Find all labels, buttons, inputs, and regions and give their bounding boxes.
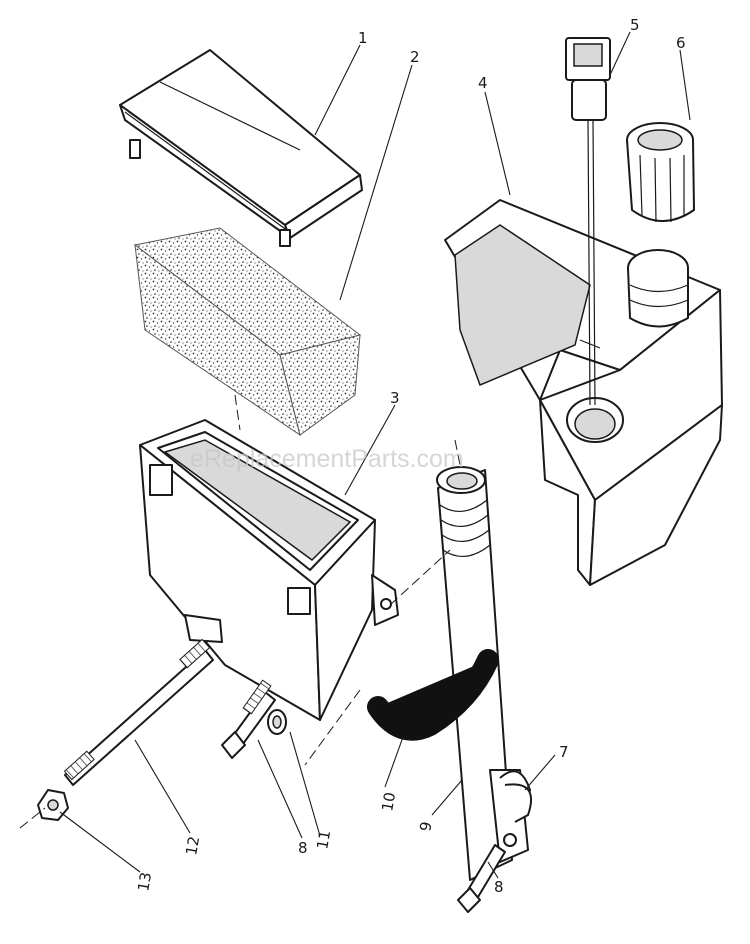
nut bbox=[37, 789, 69, 821]
assembly-line bbox=[454, 439, 461, 466]
air-cleaner-base bbox=[139, 394, 399, 721]
callouts: 1 2 3 4 5 6 7 8 8 9 10 11 12 13 bbox=[134, 16, 685, 896]
screw-upper bbox=[221, 679, 276, 759]
watermark: eReplacementParts.com bbox=[190, 445, 464, 473]
callout-13: 13 bbox=[134, 871, 155, 893]
fuel-gauge-dipstick bbox=[565, 37, 611, 406]
callout-3: 3 bbox=[390, 389, 400, 407]
fuel-cap bbox=[626, 122, 695, 223]
callout-6: 6 bbox=[676, 34, 686, 52]
callout-1: 1 bbox=[358, 29, 368, 47]
callout-7: 7 bbox=[559, 743, 569, 761]
leader-lines bbox=[59, 31, 691, 879]
callout-9: 9 bbox=[416, 820, 435, 833]
callout-8-lower: 8 bbox=[494, 878, 504, 896]
washer bbox=[267, 709, 287, 735]
callout-2: 2 bbox=[410, 48, 420, 66]
assembly-line bbox=[19, 807, 46, 829]
fuel-tank bbox=[444, 199, 723, 586]
foam-filter-element bbox=[133, 227, 362, 437]
assembly-line bbox=[304, 689, 361, 766]
callout-4: 4 bbox=[478, 74, 488, 92]
assembly-line bbox=[389, 549, 451, 606]
clip-bracket bbox=[503, 783, 533, 847]
callout-12: 12 bbox=[182, 835, 203, 857]
screw-lower bbox=[457, 844, 506, 913]
long-stud-bolt bbox=[63, 638, 214, 786]
callout-5: 5 bbox=[630, 16, 640, 34]
fuel-hose bbox=[367, 649, 499, 741]
callout-10: 10 bbox=[378, 791, 399, 813]
callout-8-upper: 8 bbox=[298, 839, 308, 857]
air-filter-cover bbox=[119, 49, 363, 247]
callout-11: 11 bbox=[313, 829, 334, 851]
